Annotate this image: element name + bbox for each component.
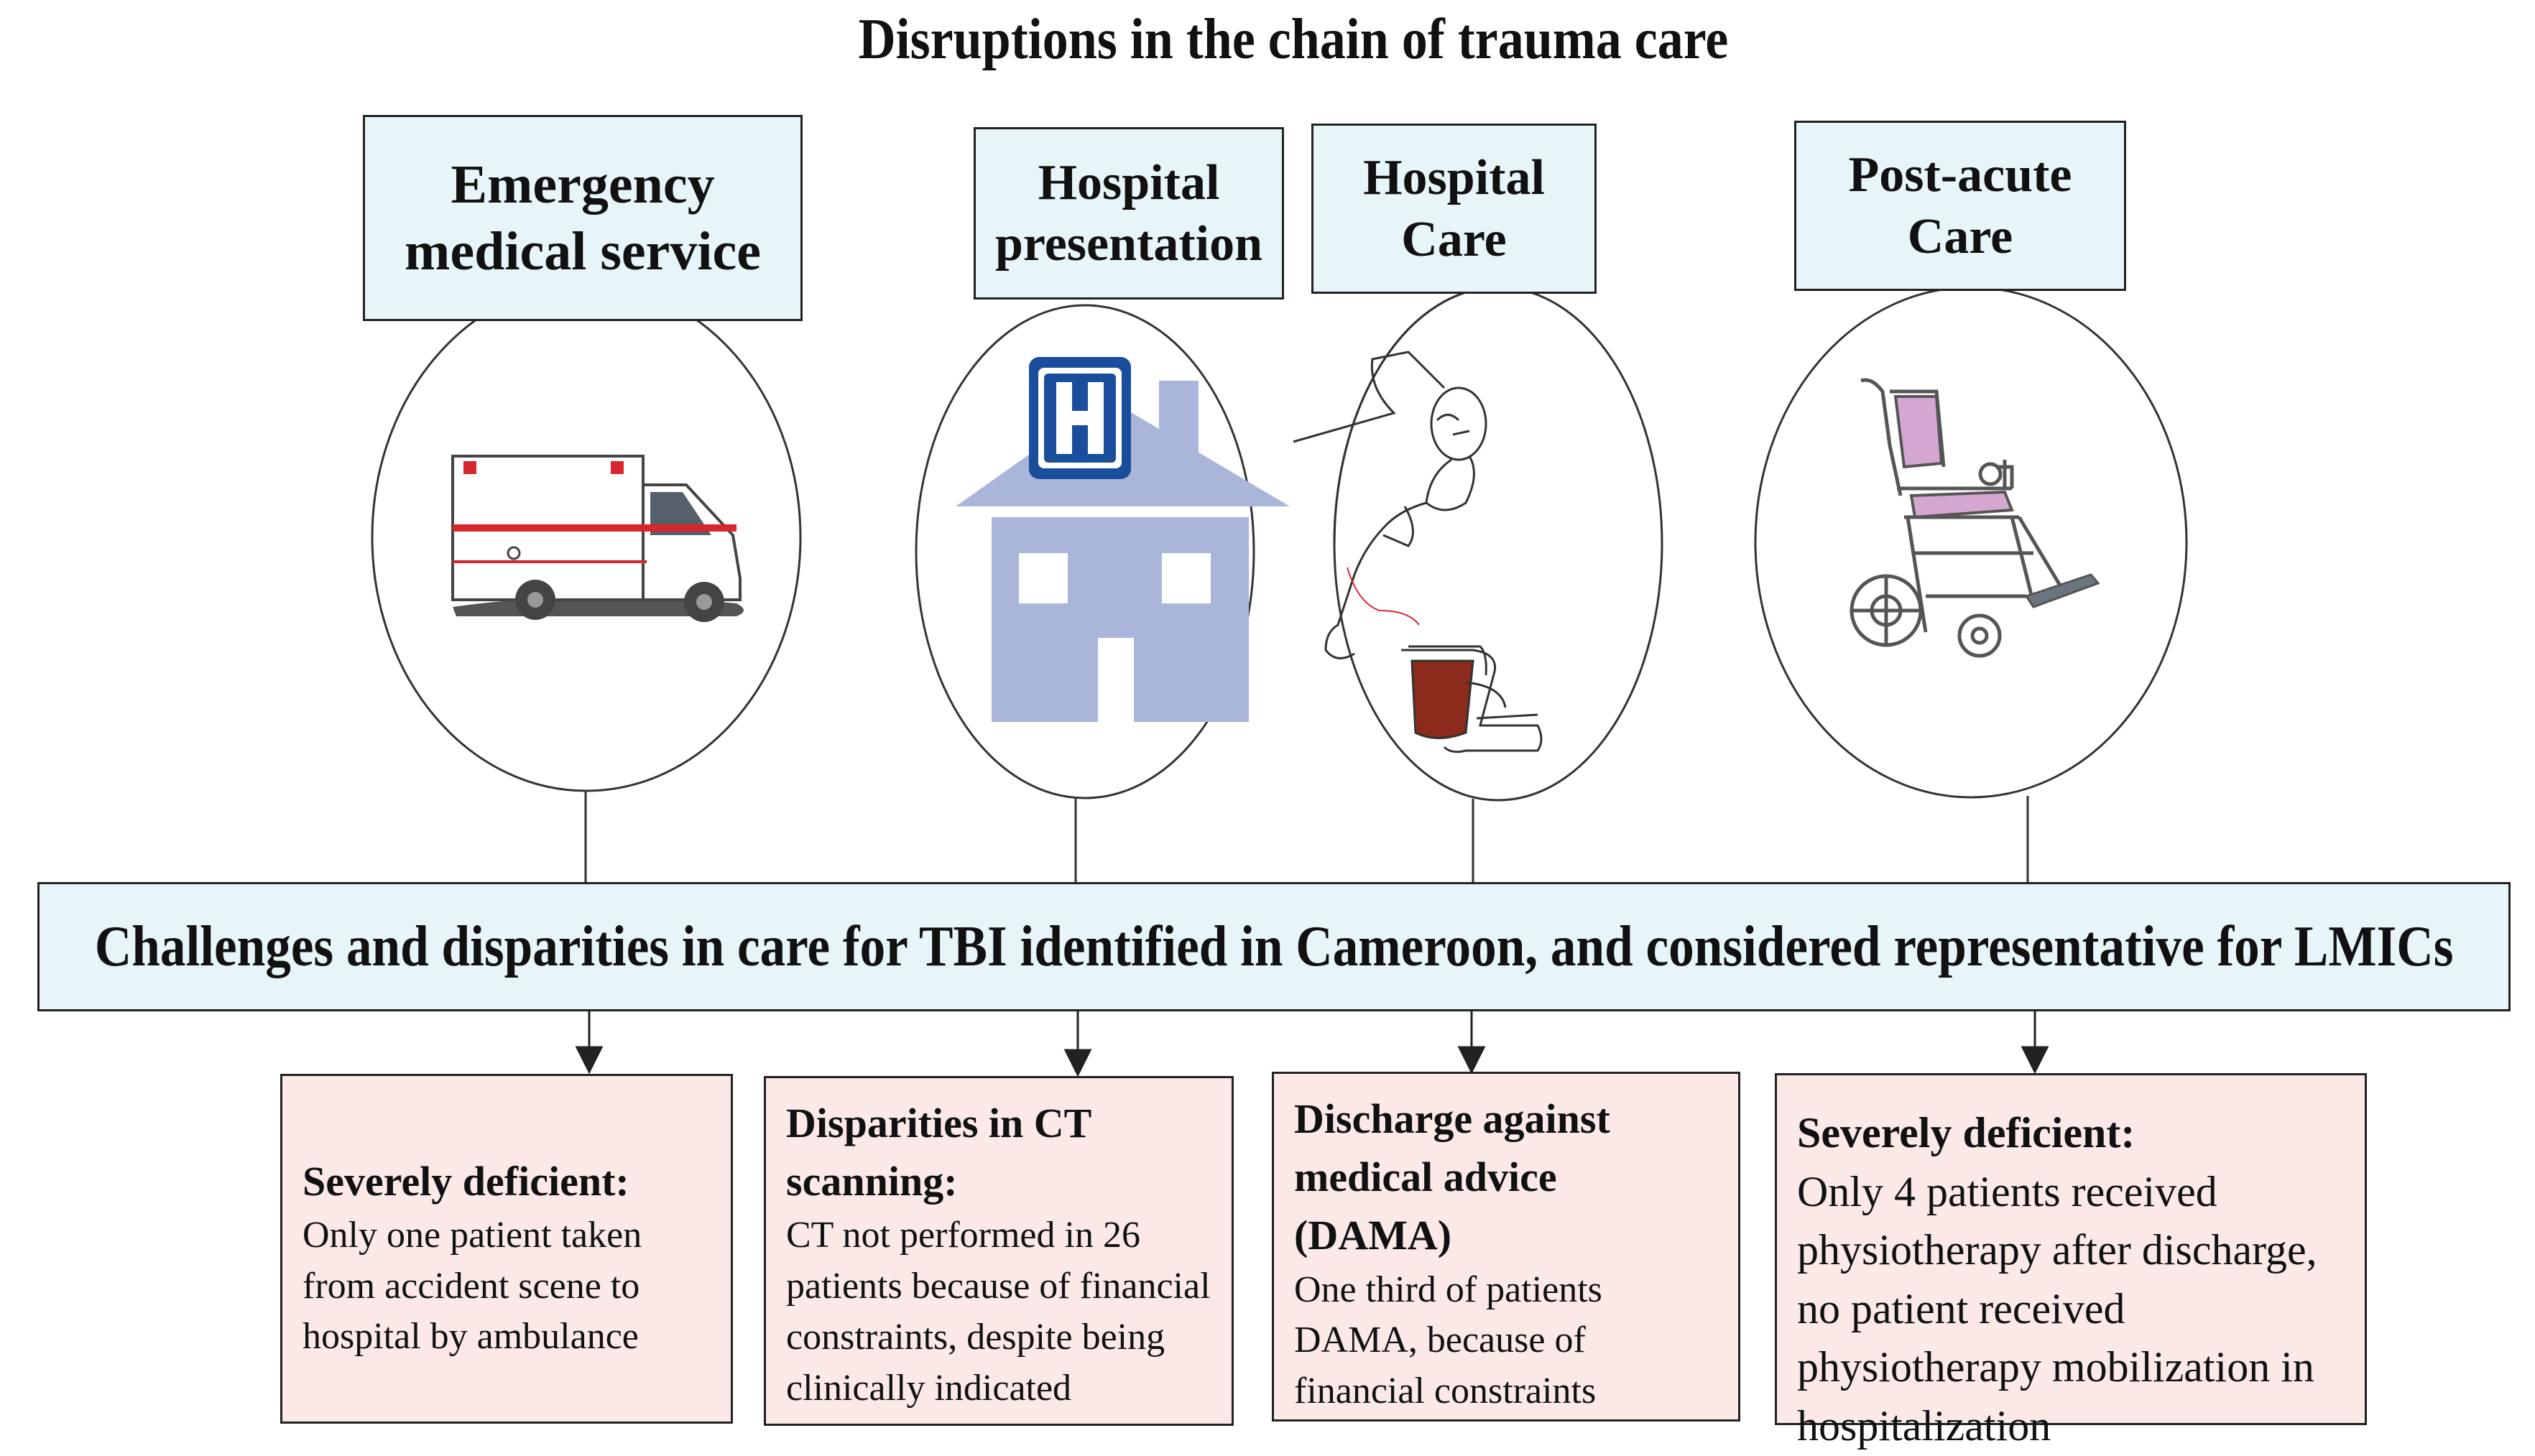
arrow-finding-3 xyxy=(1457,1046,1486,1075)
finding-arrows xyxy=(575,1011,2049,1077)
stage-box-presentation: Hospital presentation xyxy=(974,127,1284,300)
circle-care xyxy=(1333,286,1663,802)
finding-box-presentation: Disparities in CT scanning: CT not perfo… xyxy=(764,1076,1234,1426)
finding-presentation-heading: Disparities in CT scanning: xyxy=(786,1100,1091,1205)
finding-box-postacute: Severely deficient: Only 4 patients rece… xyxy=(1775,1073,2367,1450)
wheelchair-icon xyxy=(1850,378,2100,658)
stage-box-postacute: Post-acute Care xyxy=(1794,121,2126,291)
finding-box-ems: Severely deficient: Only one patient tak… xyxy=(280,1074,733,1424)
arrow-finding-1 xyxy=(575,1046,604,1075)
finding-box-care: Discharge against medical advice (DAMA) … xyxy=(1272,1072,1740,1422)
ambulance-icon xyxy=(451,455,744,622)
stage-box-ems: Emergency medical service xyxy=(363,115,803,321)
arrow-finding-4 xyxy=(2021,1046,2049,1075)
challenges-banner-text: Challenges and disparities in care for T… xyxy=(94,914,2454,978)
finding-postacute-heading: Severely deficient: xyxy=(1797,1109,2135,1156)
challenges-banner: Challenges and disparities in care for T… xyxy=(37,882,2511,1011)
finding-care-text: One third of patients DAMA, because of f… xyxy=(1294,1269,1602,1411)
stage-box-care: Hospital Care xyxy=(1311,124,1597,294)
stage-label-postacute: Post-acute Care xyxy=(1848,147,2072,264)
stage-label-care: Hospital Care xyxy=(1363,150,1545,267)
diagram-title: Disruptions in the chain of trauma care xyxy=(858,8,1729,71)
arrow-finding-2 xyxy=(1063,1049,1092,1077)
stage-label-presentation: Hospital presentation xyxy=(994,154,1263,272)
finding-ems-text: Only one patient taken from accident sce… xyxy=(303,1214,642,1358)
connector-lines xyxy=(584,790,2029,882)
hospital-building-icon xyxy=(956,357,1290,722)
finding-presentation-text: CT not performed in 26 patients because … xyxy=(786,1215,1211,1409)
circle-postacute xyxy=(1754,286,2188,799)
finding-ems-heading: Severely deficient: xyxy=(303,1158,629,1205)
stage-label-ems: Emergency medical service xyxy=(405,154,761,282)
patient-transfusion-icon xyxy=(1293,351,1543,753)
finding-care-heading: Discharge against medical advice (DAMA) xyxy=(1294,1095,1610,1259)
finding-postacute-text: Only 4 patients received physiotherapy a… xyxy=(1797,1167,2317,1450)
